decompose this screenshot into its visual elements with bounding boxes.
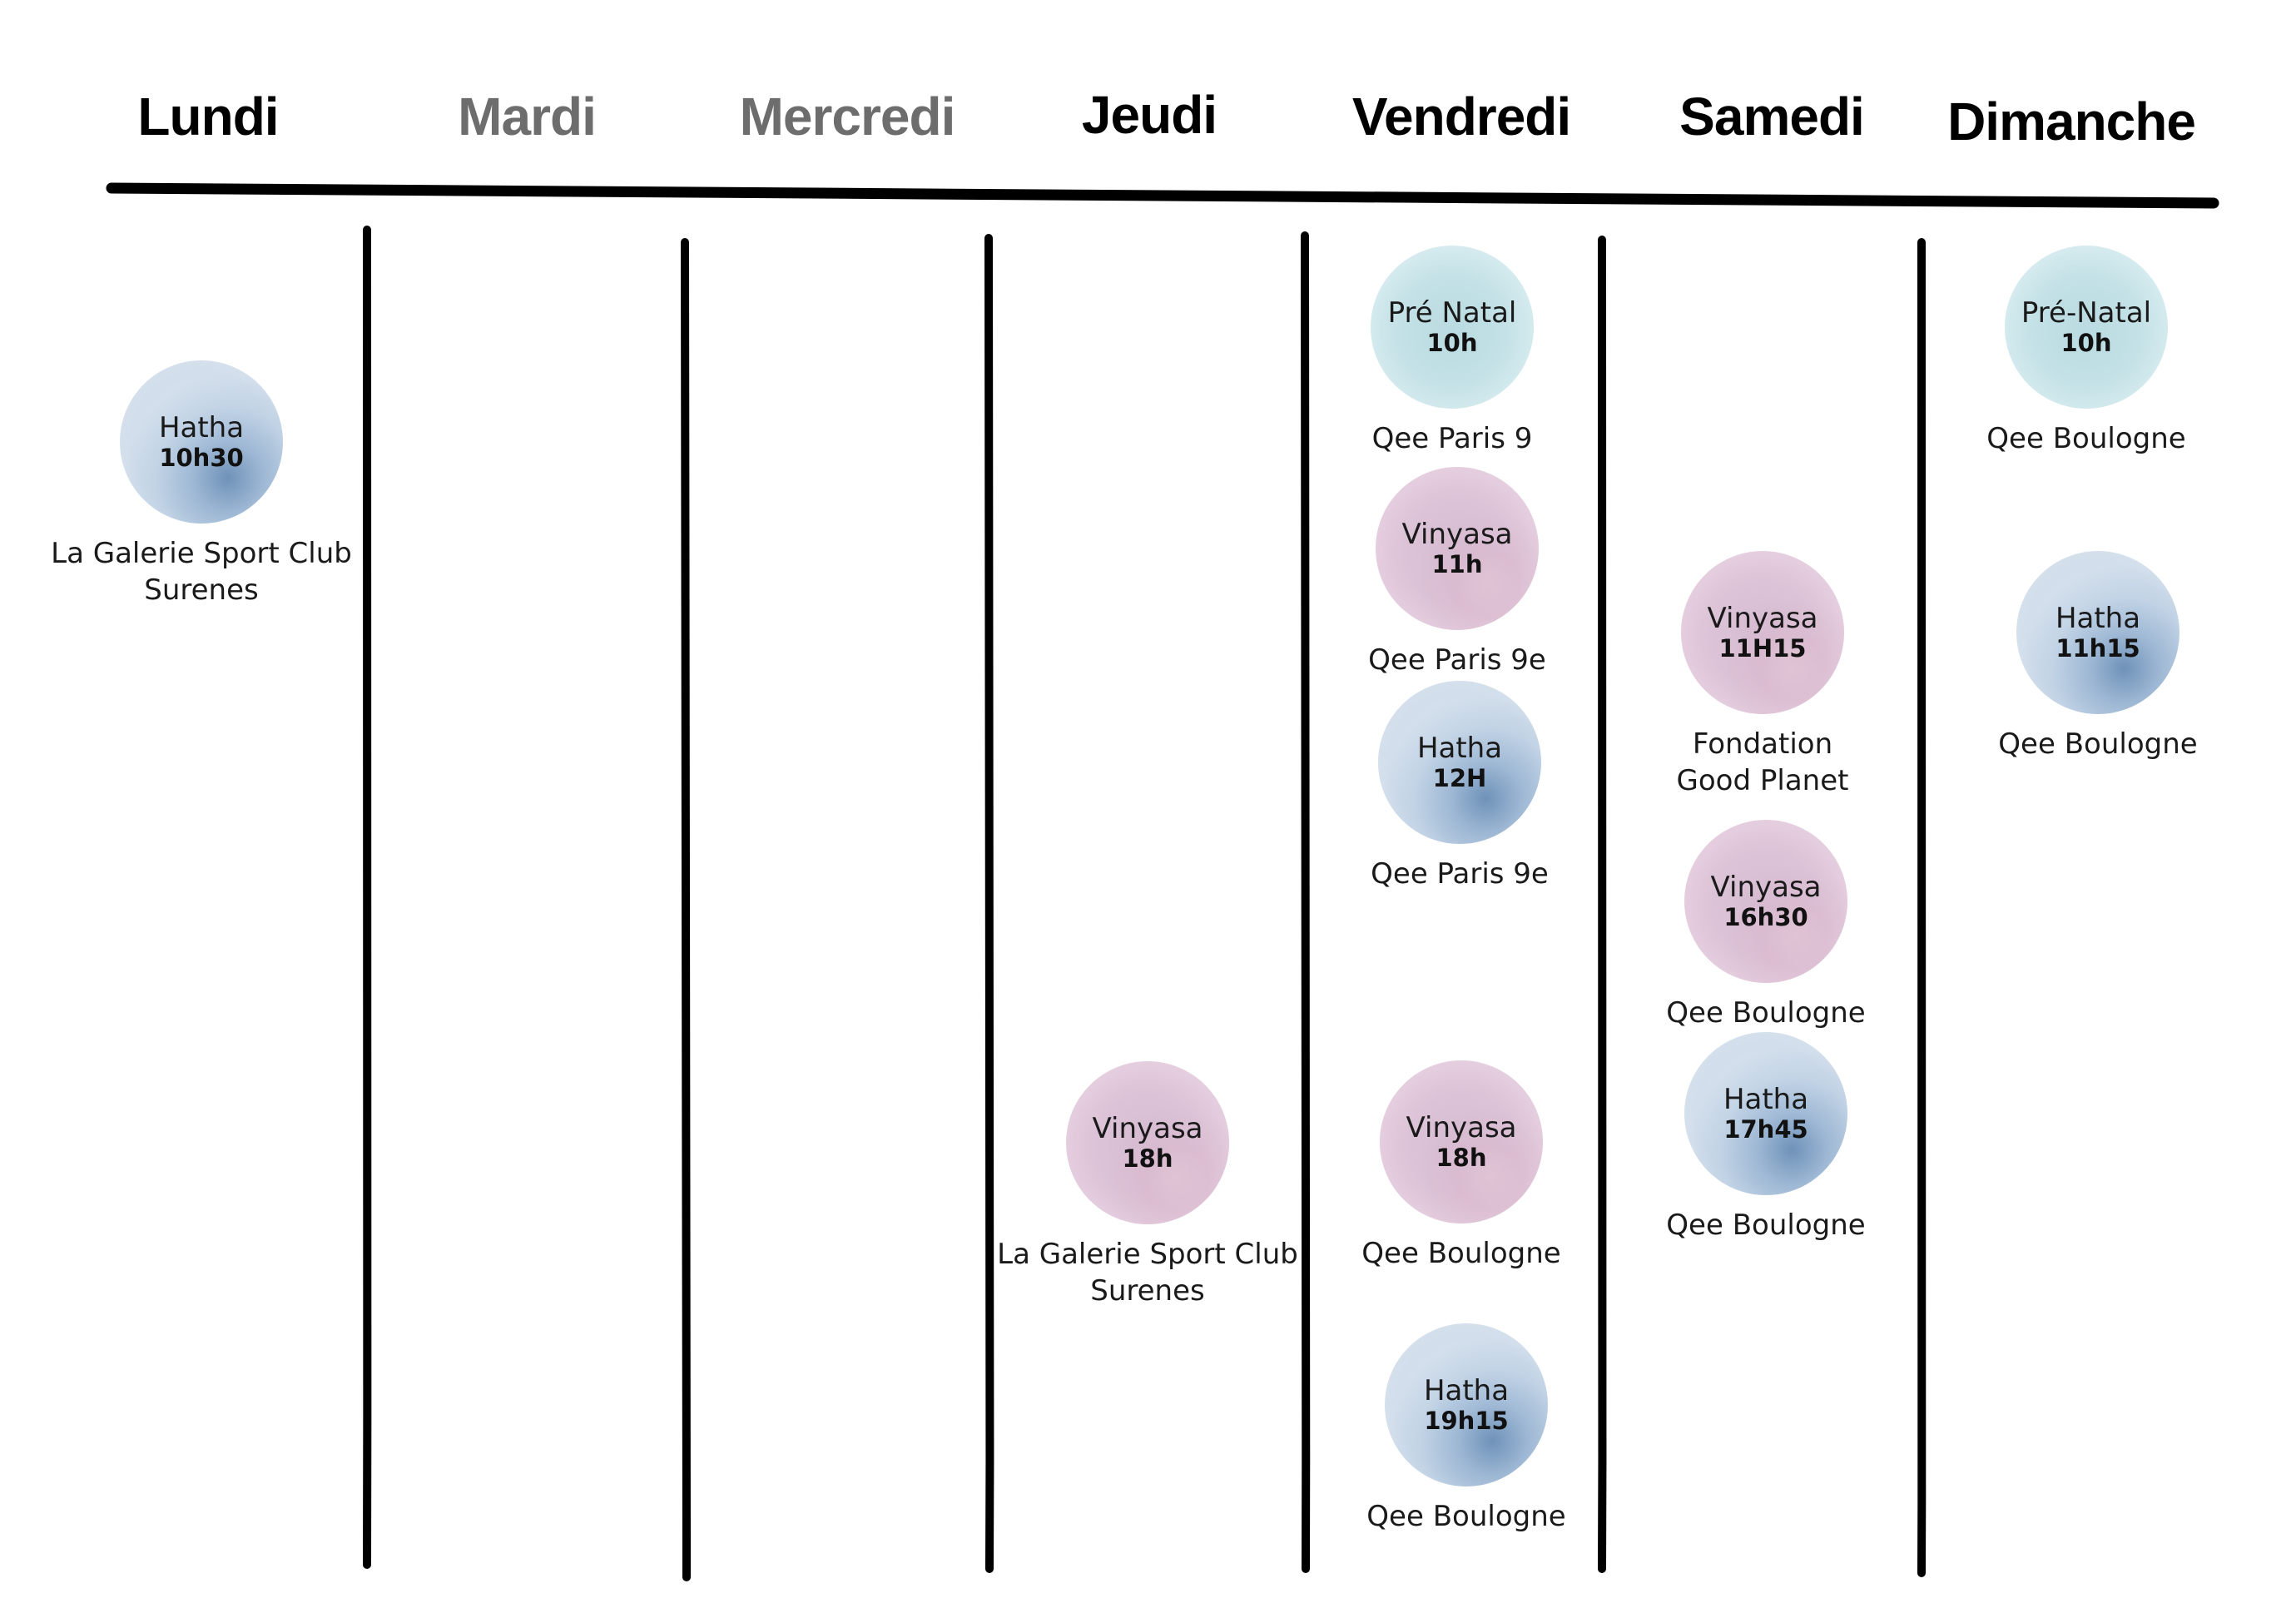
column-divider-3 xyxy=(984,234,996,1573)
venue-line: Surenes xyxy=(144,573,259,607)
class-time: 17h45 xyxy=(1723,1115,1808,1144)
class-time: 10h xyxy=(2060,329,2112,357)
class-title: Hatha xyxy=(1723,1083,1809,1116)
class-venue: La Galerie Sport Club Surenes xyxy=(2,535,401,608)
venue-line: Qee Boulogne xyxy=(1986,422,2186,455)
class-title: Hatha xyxy=(158,411,245,444)
venue-line: Qee Paris 9e xyxy=(1371,857,1549,891)
column-divider-2 xyxy=(681,238,692,1581)
class-bubble[interactable]: Hatha 17h45 xyxy=(1684,1032,1847,1195)
class-time: 12H xyxy=(1432,764,1487,792)
header-rule xyxy=(106,182,2219,209)
class-time: 10h30 xyxy=(159,444,244,472)
class-title: Hatha xyxy=(2055,602,2141,635)
class-title: Hatha xyxy=(1416,732,1503,765)
class-title: Vinyasa xyxy=(1092,1112,1203,1145)
day-header-mercredi: Mercredi xyxy=(739,87,956,146)
class-bubble[interactable]: Pré Natal 10h xyxy=(1371,246,1534,409)
class-bubble[interactable]: Vinyasa 18h xyxy=(1066,1061,1229,1224)
class-venue: Qee Paris 9 xyxy=(1252,420,1652,457)
day-header-vendredi: Vendredi xyxy=(1351,87,1571,146)
class-venue: Qee Boulogne xyxy=(1566,995,1966,1031)
venue-line: Qee Boulogne xyxy=(1666,1209,1866,1242)
column-divider-5 xyxy=(1598,236,1609,1573)
class-venue: Fondation Good Planet xyxy=(1563,726,1962,799)
venue-line: Qee Boulogne xyxy=(1361,1237,1561,1270)
class-bubble[interactable]: Pré-Natal 10h xyxy=(2005,246,2168,409)
class-title: Pré Natal xyxy=(1387,296,1517,330)
venue-line: Qee Boulogne xyxy=(1998,727,2198,761)
venue-line: La Galerie Sport Club xyxy=(997,1238,1298,1271)
venue-line: Qee Boulogne xyxy=(1666,996,1866,1030)
class-bubble[interactable]: Vinyasa 11h xyxy=(1376,467,1539,630)
class-venue: La Galerie Sport Club Surenes xyxy=(948,1236,1347,1309)
class-title: Vinyasa xyxy=(1707,602,1818,635)
class-venue: Qee Boulogne xyxy=(1898,726,2296,762)
class-venue: Qee Boulogne xyxy=(1267,1498,1666,1535)
venue-line: La Galerie Sport Club xyxy=(51,537,352,570)
class-venue: Qee Boulogne xyxy=(1566,1207,1966,1243)
class-time: 10h xyxy=(1426,329,1478,357)
column-divider-6 xyxy=(1917,238,1928,1577)
class-time: 18h xyxy=(1436,1144,1487,1172)
class-bubble[interactable]: Hatha 19h15 xyxy=(1385,1323,1548,1486)
class-title: Vinyasa xyxy=(1406,1111,1517,1144)
class-time: 11h xyxy=(1431,550,1483,578)
day-header-samedi: Samedi xyxy=(1679,87,1865,146)
class-bubble[interactable]: Vinyasa 18h xyxy=(1380,1060,1543,1223)
class-venue: Qee Paris 9e xyxy=(1257,642,1657,678)
class-venue: Qee Boulogne xyxy=(1887,420,2286,457)
class-title: Vinyasa xyxy=(1401,518,1513,551)
class-bubble[interactable]: Hatha 12H xyxy=(1378,681,1541,844)
class-bubble[interactable]: Vinyasa 11H15 xyxy=(1681,551,1844,714)
class-venue: Qee Boulogne xyxy=(1262,1235,1661,1272)
venue-line: Fondation xyxy=(1692,727,1833,761)
class-bubble[interactable]: Hatha 10h30 xyxy=(120,360,283,524)
class-time: 11H15 xyxy=(1718,634,1807,663)
day-header-lundi: Lundi xyxy=(137,87,279,146)
day-header-mardi: Mardi xyxy=(458,87,597,146)
class-title: Hatha xyxy=(1423,1374,1510,1407)
venue-line: Qee Boulogne xyxy=(1366,1500,1566,1533)
class-title: Vinyasa xyxy=(1710,871,1822,904)
class-venue: Qee Paris 9e xyxy=(1260,856,1659,892)
day-header-dimanche: Dimanche xyxy=(1947,92,2196,151)
venue-line: Qee Paris 9e xyxy=(1368,643,1546,677)
class-time: 16h30 xyxy=(1723,903,1808,931)
venue-line: Qee Paris 9 xyxy=(1371,422,1533,455)
class-bubble[interactable]: Hatha 11h15 xyxy=(2016,551,2179,714)
venue-line: Good Planet xyxy=(1676,764,1849,797)
class-time: 19h15 xyxy=(1424,1407,1509,1435)
venue-line: Surenes xyxy=(1090,1274,1205,1308)
column-divider-4 xyxy=(1301,231,1312,1573)
column-divider-1 xyxy=(363,226,374,1569)
class-title: Pré-Natal xyxy=(2021,296,2152,330)
class-time: 18h xyxy=(1122,1144,1173,1173)
class-time: 11h15 xyxy=(2055,634,2140,663)
day-header-jeudi: Jeudi xyxy=(1081,85,1217,145)
class-bubble[interactable]: Vinyasa 16h30 xyxy=(1684,820,1847,983)
